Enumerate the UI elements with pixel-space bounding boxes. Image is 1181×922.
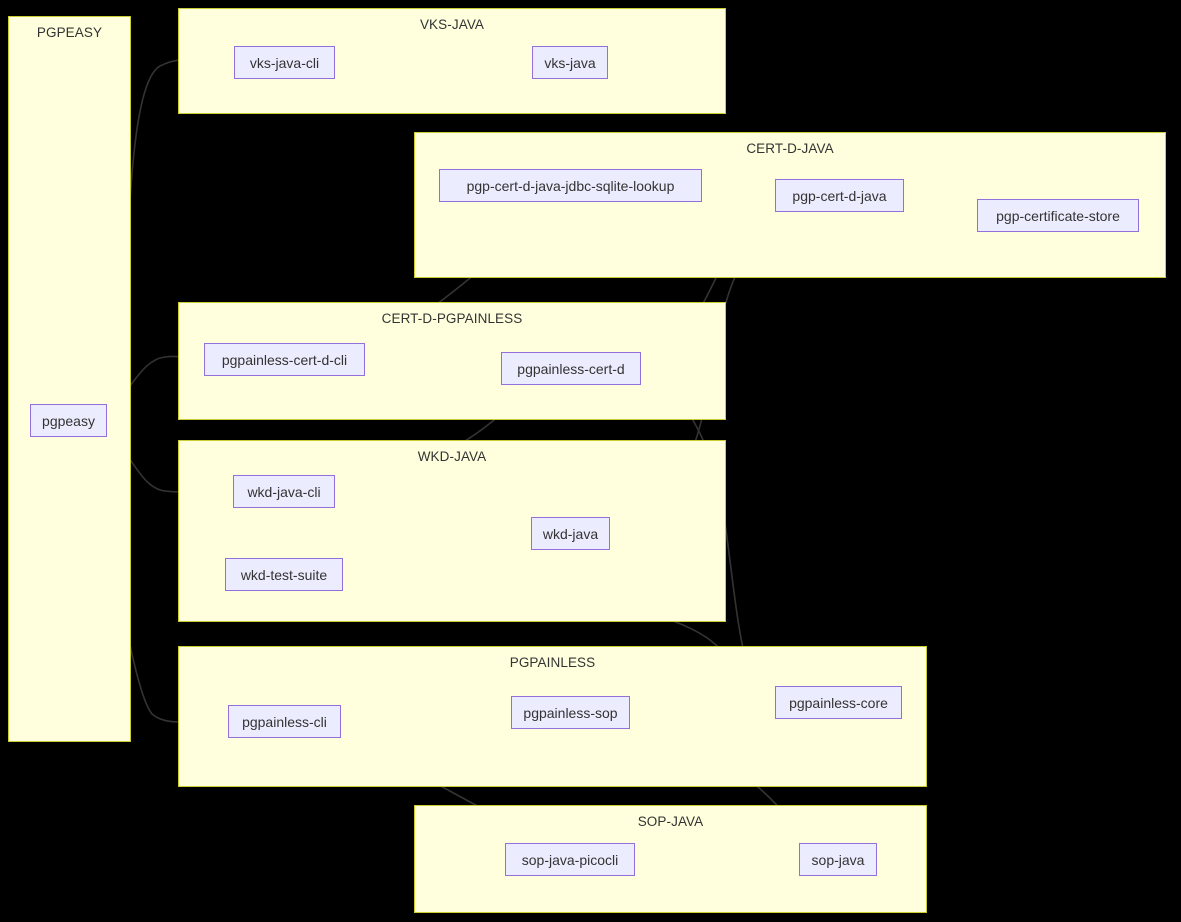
node-label-pgp_cert_d_java: pgp-cert-d-java: [792, 187, 887, 204]
cluster-label-cert_d_java: CERT-D-JAVA: [746, 141, 834, 156]
cluster-label-cert_d_pgpainless: CERT-D-PGPAINLESS: [381, 311, 523, 326]
cluster-label-vks_java: VKS-JAVA: [419, 17, 485, 32]
node-pgp_cert_d_java_jdbc_sqlite_lookup[interactable]: pgp-cert-d-java-jdbc-sqlite-lookup: [439, 169, 702, 202]
node-label-vks_java_cli: vks-java-cli: [249, 54, 320, 71]
node-label-pgpeasy: pgpeasy: [42, 412, 95, 429]
node-label-pgpainless_cli: pgpainless-cli: [242, 713, 327, 730]
node-pgpainless_cert_d[interactable]: pgpainless-cert-d: [501, 352, 641, 385]
node-pgpainless_core[interactable]: pgpainless-core: [775, 686, 902, 719]
node-wkd_java_cli[interactable]: wkd-java-cli: [233, 475, 335, 508]
cluster-label-sop_java: SOP-JAVA: [637, 814, 704, 829]
node-pgpainless_cert_d_cli[interactable]: pgpainless-cert-d-cli: [204, 343, 365, 376]
node-label-wkd_java_node: wkd-java: [542, 525, 599, 542]
node-label-vks_java: vks-java: [544, 54, 596, 71]
node-label-wkd_java_cli: wkd-java-cli: [247, 483, 321, 500]
node-label-wkd_test_suite: wkd-test-suite: [240, 566, 328, 583]
cluster-label-pgpainless: PGPAINLESS: [509, 655, 596, 670]
node-vks_java_cli[interactable]: vks-java-cli: [234, 46, 335, 79]
cluster-pgpeasy: PGPEASY: [8, 16, 131, 742]
node-label-pgpainless_cert_d: pgpainless-cert-d: [517, 360, 625, 377]
node-label-pgp_cert_d_java_jdbc_sqlite_lookup: pgp-cert-d-java-jdbc-sqlite-lookup: [466, 177, 675, 194]
cluster-label-pgpeasy: PGPEASY: [36, 25, 103, 40]
node-pgp_cert_d_java[interactable]: pgp-cert-d-java: [775, 179, 904, 212]
node-label-sop_java_node: sop-java: [811, 851, 865, 868]
cluster-label-wkd_java: WKD-JAVA: [417, 449, 487, 464]
node-label-pgp_certificate_store: pgp-certificate-store: [996, 207, 1120, 224]
node-sop_java_picocli[interactable]: sop-java-picocli: [505, 843, 635, 876]
node-label-sop_java_picocli: sop-java-picocli: [521, 851, 619, 868]
node-wkd_java_node[interactable]: wkd-java: [531, 517, 610, 550]
cluster-wkd_java: WKD-JAVA: [178, 440, 726, 622]
node-label-pgpainless_core: pgpainless-core: [789, 694, 888, 711]
node-pgpeasy[interactable]: pgpeasy: [30, 404, 107, 437]
node-pgpainless_cli[interactable]: pgpainless-cli: [228, 705, 341, 738]
node-wkd_test_suite[interactable]: wkd-test-suite: [225, 558, 343, 591]
node-label-pgpainless_cert_d_cli: pgpainless-cert-d-cli: [221, 351, 348, 368]
node-pgpainless_sop[interactable]: pgpainless-sop: [511, 696, 630, 729]
node-label-pgpainless_sop: pgpainless-sop: [523, 704, 618, 721]
node-pgp_certificate_store[interactable]: pgp-certificate-store: [977, 199, 1139, 232]
node-vks_java[interactable]: vks-java: [532, 46, 608, 79]
node-sop_java_node[interactable]: sop-java: [799, 843, 877, 876]
